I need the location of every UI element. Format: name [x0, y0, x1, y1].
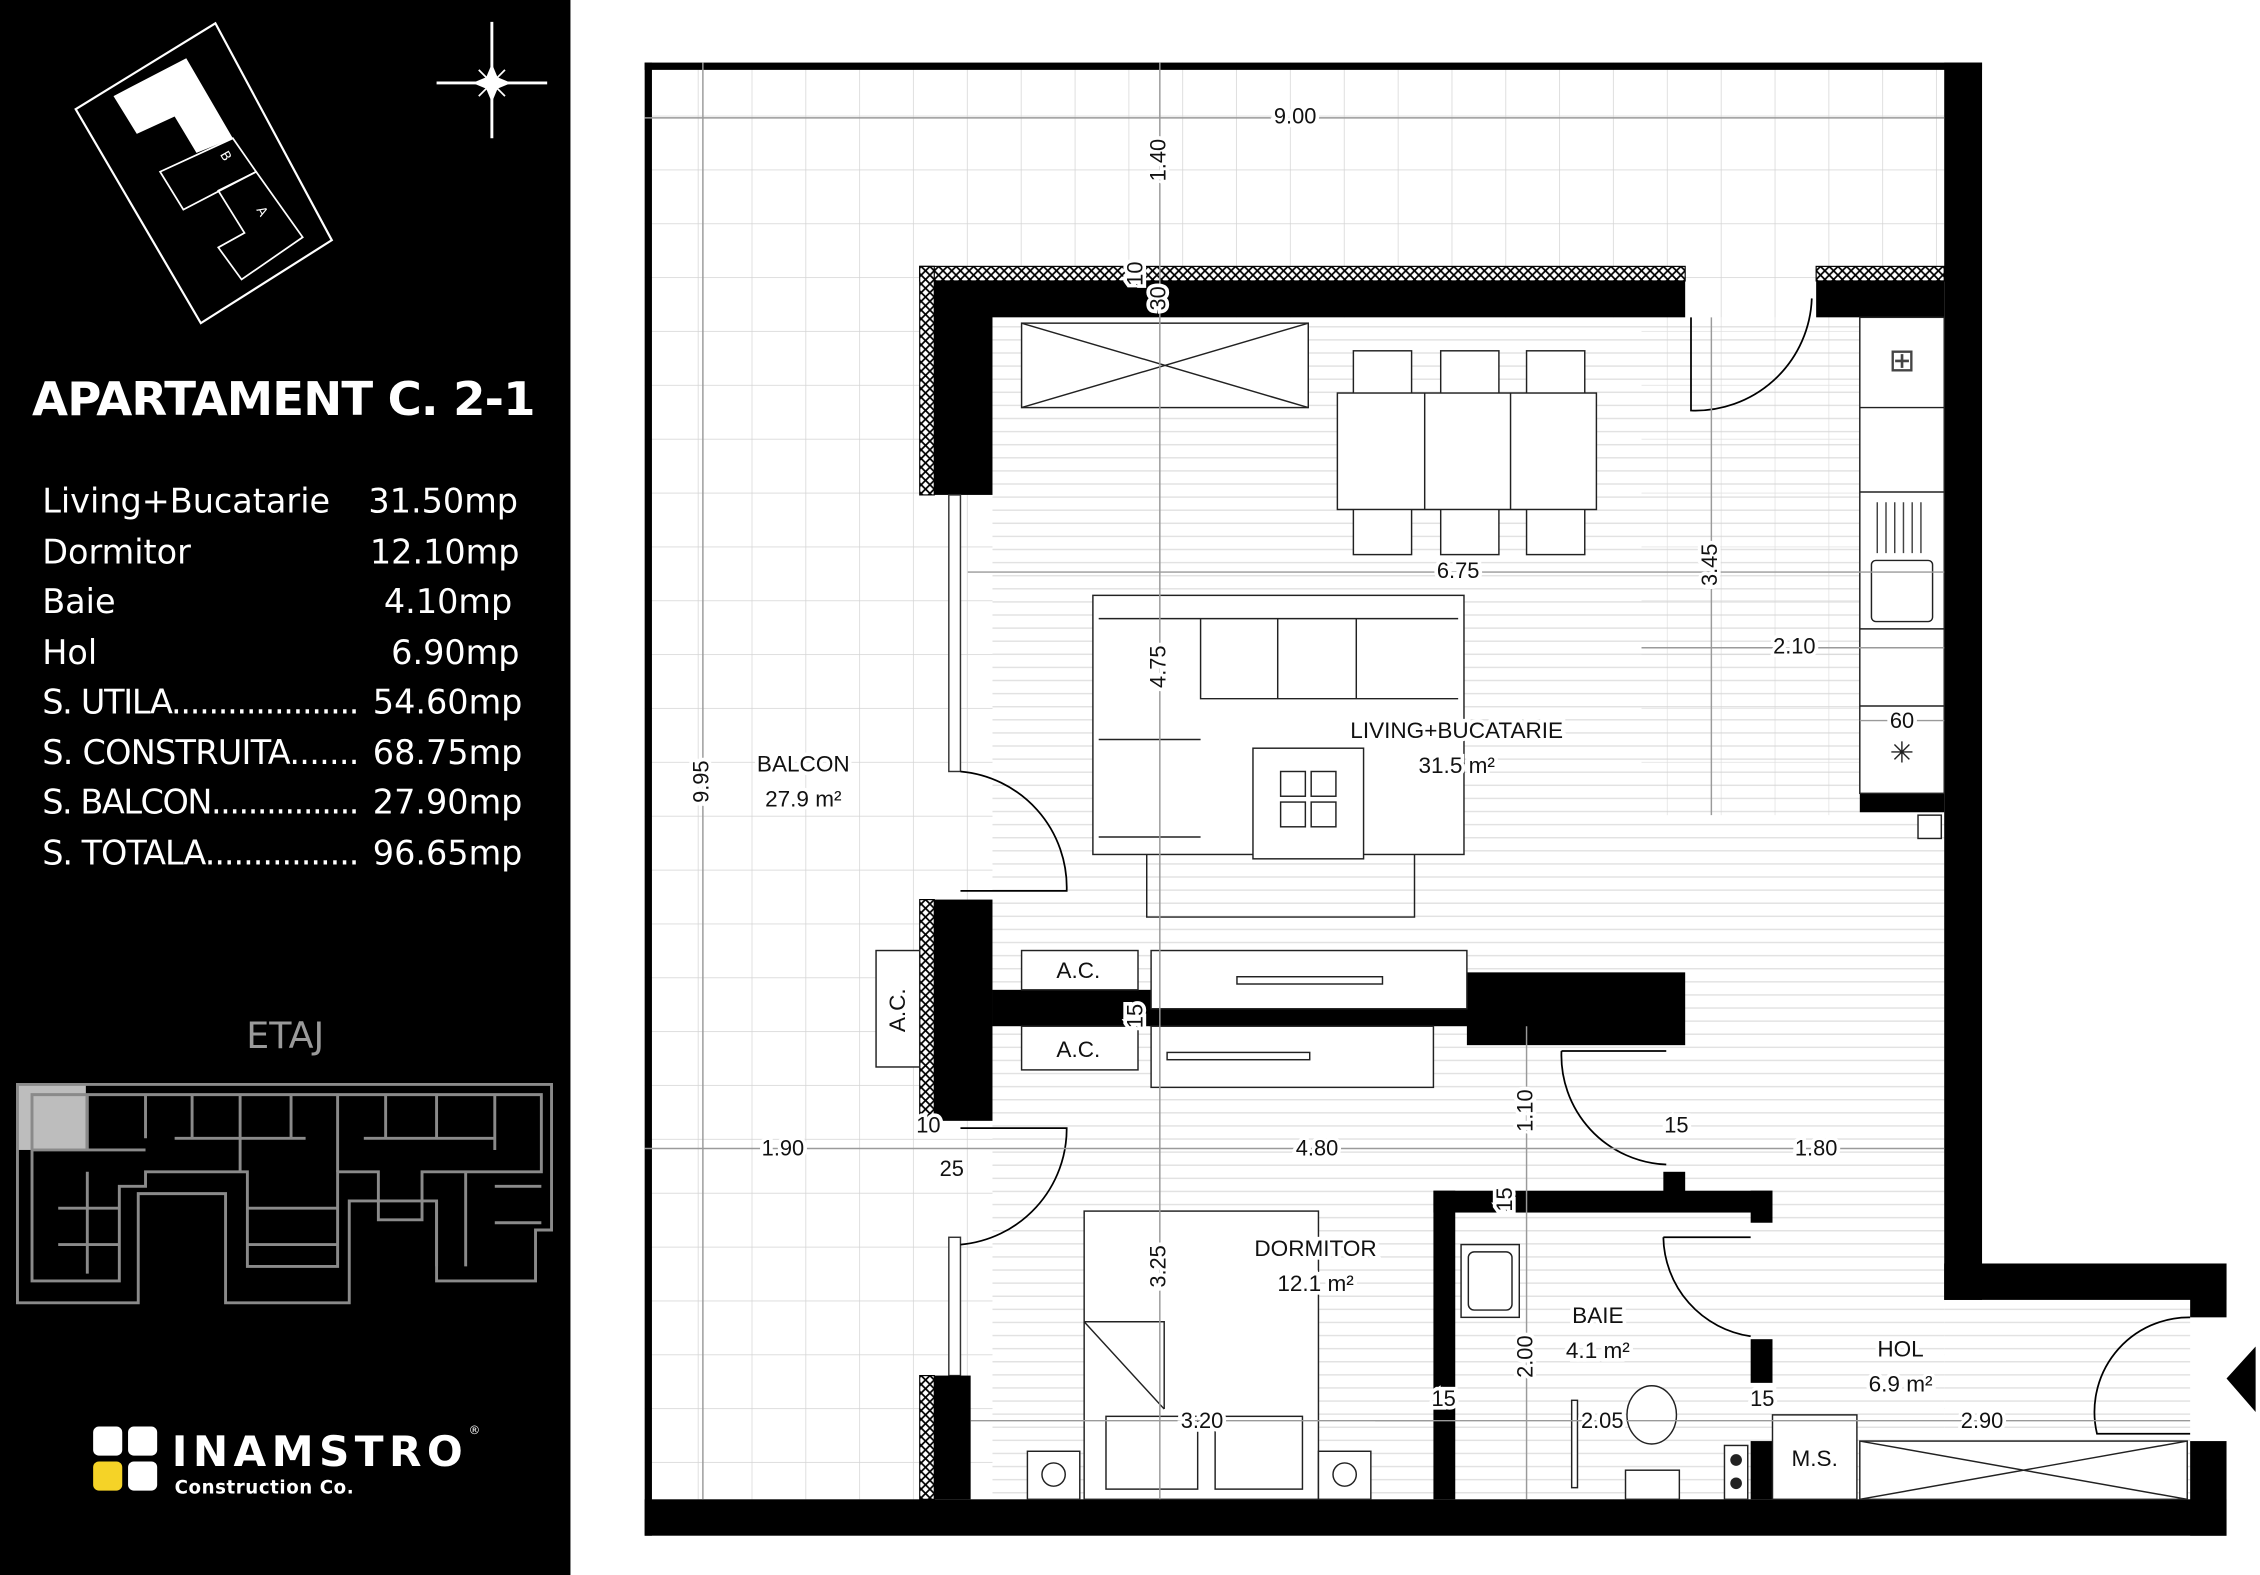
boiler-icon [1917, 814, 1943, 840]
dim-label: 2.00 [1512, 1335, 1537, 1377]
area-label: S. BALCON................ [42, 783, 359, 822]
area-label: Dormitor [42, 532, 191, 571]
dim-label: 4.75 [1146, 645, 1171, 687]
floor-plan: ⊞ ✳ [644, 62, 2256, 1536]
dim-label: 15 [1750, 1386, 1774, 1411]
fridge-icon: ✳ [1890, 738, 1914, 770]
compass-icon [436, 21, 548, 139]
bathroom-fixtures [1460, 1243, 1749, 1501]
furniture: ⊞ ✳ [875, 316, 2188, 1501]
room-area-living: 31.5 m² [1418, 753, 1495, 778]
dim-label: 4.80 [1296, 1136, 1338, 1161]
area-value: 96.65mp [373, 834, 523, 873]
area-label: Living+Bucatarie [42, 481, 330, 520]
room-area-dormitor: 12.1 m² [1277, 1271, 1354, 1296]
dim-label: 2.90 [1961, 1408, 2003, 1433]
room-name-balcon: BALCON [757, 751, 850, 776]
dim-label: 3.20 [1181, 1408, 1223, 1433]
dim-label: 1.90 [762, 1136, 804, 1161]
room-name-living: LIVING+BUCATARIE [1350, 718, 1563, 743]
dim-label: 9.95 [689, 760, 714, 802]
bed [1026, 1210, 1372, 1501]
area-label: Baie [42, 582, 115, 621]
area-value: 31.50mp [368, 481, 518, 520]
dining-table [1336, 350, 1598, 556]
dim-label: 60 [1890, 708, 1914, 733]
interior-walls [919, 265, 1945, 1500]
logo-registered: ® [469, 1423, 481, 1437]
dim-label: 15 [1492, 1187, 1517, 1211]
sofa [1092, 594, 1465, 918]
area-label: S. UTILA.................... [42, 682, 359, 721]
room-area-hol: 6.9 m² [1869, 1372, 1933, 1397]
site-plan: C B A [74, 21, 334, 325]
wardrobes [875, 949, 1468, 1089]
ac-label: A.C. [1056, 958, 1100, 983]
ac-label: A.C. [885, 988, 910, 1032]
floor-thumbnail[interactable] [16, 1082, 553, 1305]
room-name-dormitor: DORMITOR [1254, 1236, 1376, 1261]
area-value: 54.60mp [373, 682, 523, 721]
room-name-hol: HOL [1877, 1337, 1923, 1362]
washing-machine-icon [1723, 1444, 1749, 1501]
hall-storage [1771, 1414, 2188, 1501]
dimension-lines [644, 62, 2191, 1500]
area-value: 68.75mp [373, 733, 523, 772]
area-table: Living+Bucatarie 31.50mp Dormitor 12.10m… [42, 481, 522, 872]
room-labels: BALCON 27.9 m² LIVING+BUCATARIE 31.5 m² … [753, 714, 1936, 1474]
tv-unit [1020, 322, 1309, 409]
floor-label: ETAJ [246, 1014, 324, 1057]
dimension-labels: 9.00 1.40 10 30 6.75 3.45 2.10 60 4.75 9… [685, 100, 2007, 1437]
kitchen-counter: ⊞ ✳ [1859, 316, 1945, 840]
dim-label: 6.75 [1437, 558, 1479, 583]
doors [960, 298, 2191, 1435]
dim-label: 30 [1146, 286, 1171, 310]
area-label: Hol [42, 633, 97, 672]
dim-label: 10 [1122, 262, 1147, 286]
area-value: 4.10mp [384, 582, 512, 621]
building-a [217, 170, 304, 281]
sidebar: C B A APARTAMENT C. 2-1 Living+Bucatarie… [0, 0, 571, 1575]
logo-accent-square [93, 1461, 123, 1491]
stove-icon: ⊞ [1889, 342, 1916, 378]
room-name-baie: BAIE [1572, 1303, 1623, 1328]
dim-label: 2.05 [1581, 1408, 1623, 1433]
dim-label: 15 [1664, 1112, 1688, 1137]
area-label: S. CONSTRUITA....... [42, 733, 359, 772]
logo-tagline: Construction Co. [175, 1477, 354, 1498]
dim-label: 3.45 [1697, 544, 1722, 586]
dim-label: 9.00 [1274, 104, 1316, 129]
room-area-balcon: 27.9 m² [765, 786, 842, 811]
exterior-walls [644, 62, 2256, 1536]
dim-label: 1.80 [1795, 1136, 1837, 1161]
dim-label: 25 [940, 1156, 964, 1181]
dim-label: 1.40 [1146, 139, 1171, 181]
ms-label: M.S. [1792, 1446, 1838, 1471]
room-area-baie: 4.1 m² [1566, 1338, 1630, 1363]
area-value: 12.10mp [370, 532, 520, 571]
dim-label: 15 [1431, 1386, 1455, 1411]
dim-label: 2.10 [1773, 634, 1815, 659]
dim-label: 1.10 [1512, 1089, 1537, 1131]
area-value: 6.90mp [391, 633, 519, 672]
dim-label: 10 [916, 1112, 940, 1137]
area-label: S. TOTALA................ [42, 834, 359, 873]
building-c-highlight [113, 58, 233, 153]
area-value: 27.90mp [373, 783, 523, 822]
apartment-title: APARTAMENT C. 2-1 [32, 372, 536, 426]
dim-label: 15 [1122, 1004, 1147, 1028]
dim-label: 3.25 [1146, 1245, 1171, 1287]
ac-label: A.C. [1056, 1037, 1100, 1062]
entrance-arrow-icon [2226, 1346, 2256, 1412]
